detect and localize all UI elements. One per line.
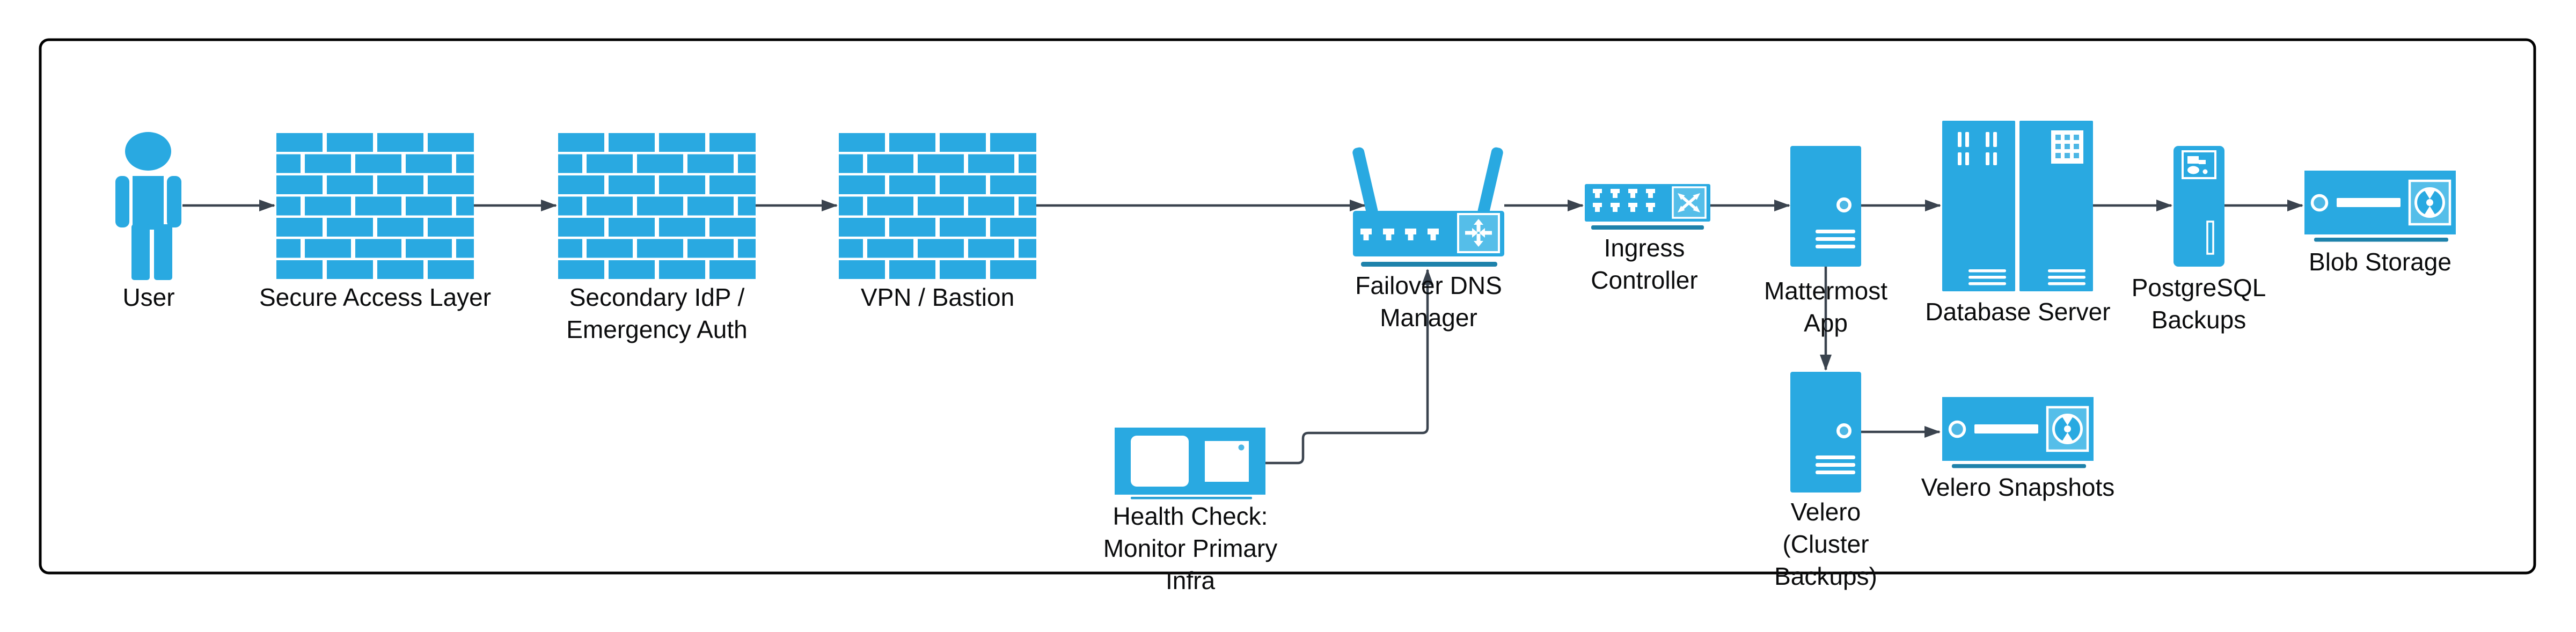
label-velero: Velero (Cluster Backups) [1774, 498, 1877, 590]
person-icon [115, 132, 181, 280]
label-database-server: Database Server [1925, 298, 2111, 326]
firewall-icon-vpn-bastion [839, 133, 1036, 279]
label-mattermost-app: Mattermost App [1763, 277, 1888, 337]
tower-server-icon-mattermost [1790, 146, 1861, 267]
storage-appliance-icon-velero-snapshots [1942, 397, 2094, 468]
server-rack-icon [1942, 121, 2093, 291]
storage-appliance-icon-blob [2304, 171, 2456, 242]
firewall-icon-secure-access [276, 133, 474, 279]
label-secondary-idp: Secondary IdP / Emergency Auth [566, 283, 748, 343]
health-monitor-icon [1115, 428, 1265, 499]
diagram-frame [39, 38, 2536, 575]
tower-server-icon-velero [1790, 372, 1861, 493]
label-postgresql-backups: PostgreSQL Backups [2131, 274, 2266, 334]
desktop-tower-icon [2174, 146, 2224, 267]
label-failover-dns: Failover DNS Manager [1355, 271, 1502, 332]
firewall-icon-secondary-idp [558, 133, 756, 279]
label-ingress-controller: Ingress Controller [1591, 234, 1698, 294]
edge-layer [182, 200, 2303, 465]
label-health-check: Health Check: Monitor Primary Infra [1103, 502, 1278, 594]
edge-healthcheck-to-dns [1265, 269, 1433, 465]
label-velero-snapshots: Velero Snapshots [1921, 473, 2115, 501]
label-secure-access-layer: Secure Access Layer [259, 283, 492, 311]
label-blob-storage: Blob Storage [2309, 248, 2451, 276]
label-user: User [122, 283, 175, 311]
wireless-router-icon [1352, 147, 1504, 267]
network-switch-icon [1585, 184, 1710, 230]
label-vpn-bastion: VPN / Bastion [860, 283, 1015, 311]
